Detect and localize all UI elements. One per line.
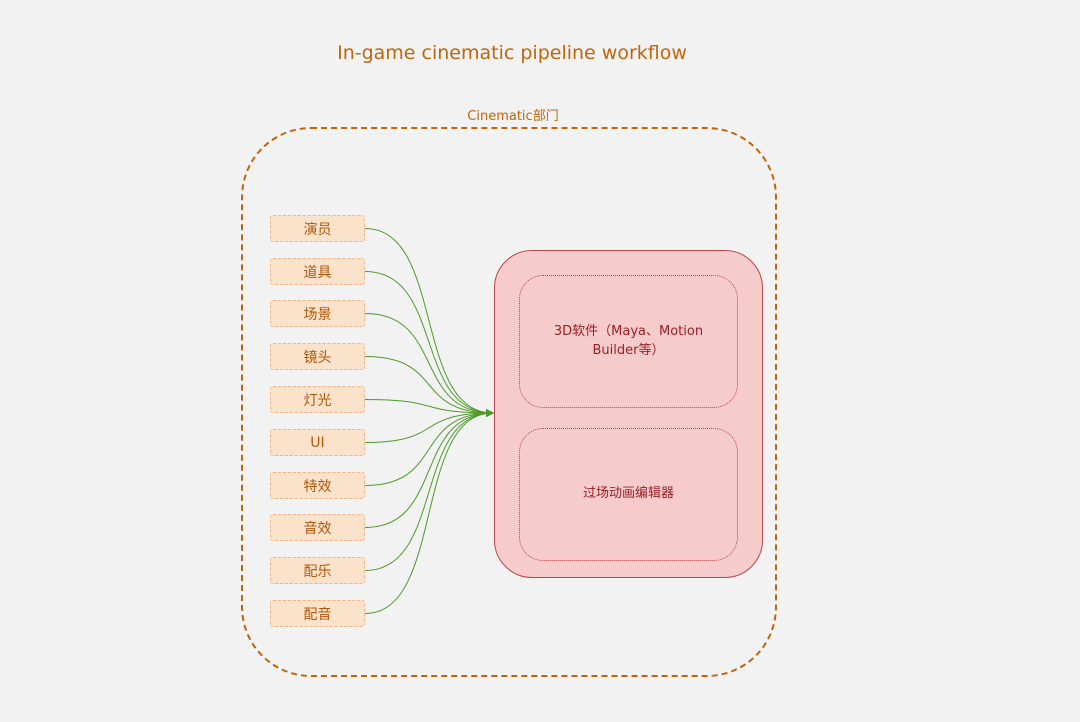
connector-group xyxy=(364,228,494,614)
tool-cutscene-editor: 过场动画编辑器 xyxy=(519,428,738,561)
department-frame xyxy=(241,127,777,677)
connector-2 xyxy=(364,313,494,417)
connector-0 xyxy=(364,228,494,417)
connector-7 xyxy=(364,409,494,528)
tool-3d-software-label: 3D软件（Maya、Motion Builder等） xyxy=(553,324,704,358)
diagram-title: In-game cinematic pipeline workflow xyxy=(337,42,687,64)
input-item-ui: UI xyxy=(270,429,365,456)
tool-3d-software: 3D软件（Maya、Motion Builder等） xyxy=(519,275,738,408)
connector-5 xyxy=(364,409,494,443)
tool-cutscene-editor-label: 过场动画编辑器 xyxy=(582,486,674,502)
input-item-camera: 镜头 xyxy=(270,343,365,370)
department-label: Cinematic部门 xyxy=(467,109,559,124)
connector-9 xyxy=(364,409,494,614)
input-item-lighting: 灯光 xyxy=(270,386,365,413)
connector-3 xyxy=(364,356,494,417)
input-item-sfx: 音效 xyxy=(270,514,365,541)
connector-6 xyxy=(364,409,494,486)
tools-container: 3D软件（Maya、Motion Builder等） 过场动画编辑器 xyxy=(494,250,763,578)
input-item-actor: 演员 xyxy=(270,215,365,242)
input-item-vfx: 特效 xyxy=(270,472,365,499)
input-item-music: 配乐 xyxy=(270,557,365,584)
connector-8 xyxy=(364,409,494,571)
input-item-scene: 场景 xyxy=(270,300,365,327)
input-item-props: 道具 xyxy=(270,258,365,285)
connector-4 xyxy=(364,399,494,417)
connector-1 xyxy=(364,271,494,417)
input-item-voiceover: 配音 xyxy=(270,600,365,627)
